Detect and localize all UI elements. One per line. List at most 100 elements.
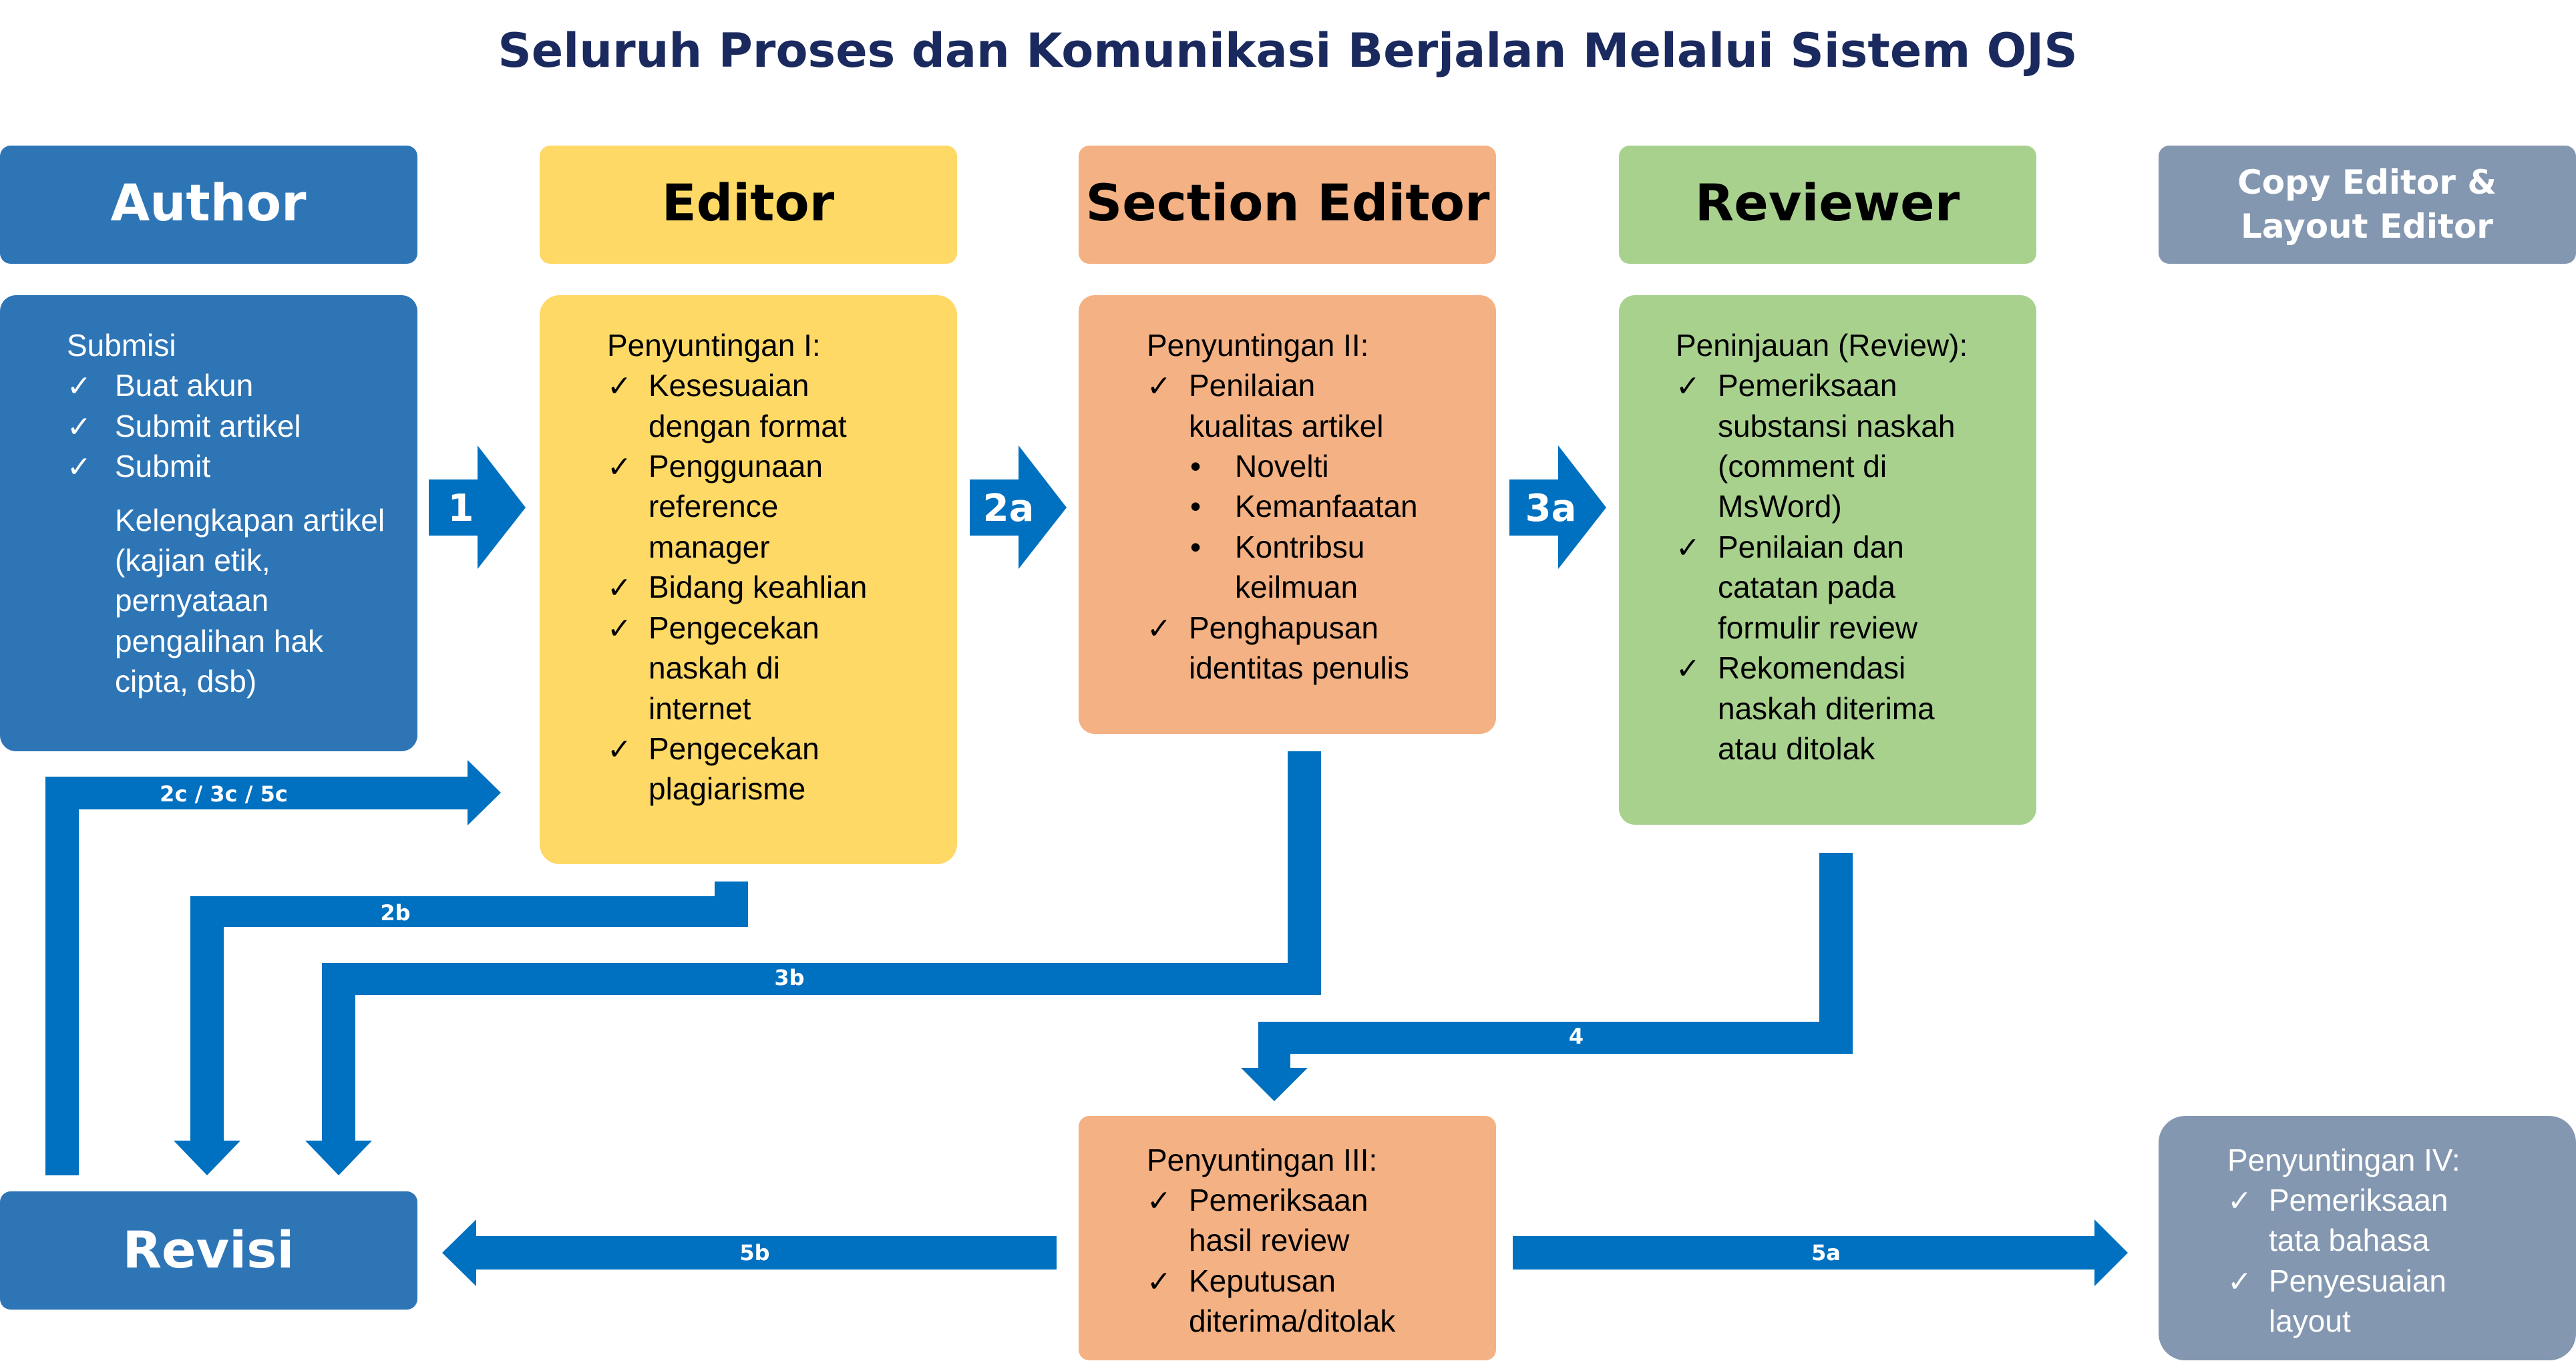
author-check-text: Submit xyxy=(115,449,210,483)
editor-item-text: manager xyxy=(649,530,770,564)
penyuntingan4-item-text: Penyesuaian xyxy=(2269,1263,2446,1298)
check-icon: ✓ xyxy=(67,451,91,483)
header-reviewer: Reviewer xyxy=(1619,146,2036,264)
reviewer-item-text: Pemeriksaan xyxy=(1718,368,1897,403)
header-copy-editor-line1: Copy Editor & xyxy=(2237,163,2497,202)
section-item-text: kualitas artikel xyxy=(1189,409,1383,443)
arrow-1-shape xyxy=(429,445,526,569)
penyuntingan3-box: Penyuntingan III: ✓ Pemeriksaan hasil re… xyxy=(1079,1116,1496,1360)
editor-item-4: ✓ Pengecekan naskah di internet xyxy=(607,610,819,726)
penyuntingan3-item-1: ✓ Pemeriksaan hasil review xyxy=(1147,1183,1368,1257)
header-copy-editor-line2: Layout Editor xyxy=(2241,207,2493,246)
revisi-box: Revisi xyxy=(0,1191,417,1310)
author-check-2: ✓ Submit artikel xyxy=(67,409,301,443)
check-icon: ✓ xyxy=(1147,1185,1171,1217)
check-icon: ✓ xyxy=(1147,370,1171,403)
penyuntingan3-item-text: Keputusan xyxy=(1189,1263,1336,1298)
penyuntingan4-item-text: Pemeriksaan xyxy=(2269,1183,2448,1217)
editor-item-2: ✓ Penggunaan reference manager xyxy=(607,449,823,564)
penyuntingan4-heading: Penyuntingan IV: xyxy=(2227,1143,2460,1177)
section-editor-box: Penyuntingan II: ✓ Penilaian kualitas ar… xyxy=(1079,295,1496,734)
editor-item-text: Pengecekan xyxy=(649,731,819,766)
editor-item-text: internet xyxy=(649,691,751,726)
arrow-2c-3c-5c: 2c / 3c / 5c xyxy=(45,760,501,1175)
section-heading: Penyuntingan II: xyxy=(1147,328,1368,363)
reviewer-item-text: substansi naskah xyxy=(1718,409,1955,443)
author-note-line: (kajian etik, xyxy=(115,543,270,578)
reviewer-item-text: atau ditolak xyxy=(1718,731,1875,766)
author-heading: Submisi xyxy=(67,328,176,363)
editor-item-text: Pengecekan xyxy=(649,610,819,645)
arrow-2b-label: 2b xyxy=(380,900,410,926)
author-check-text: Submit artikel xyxy=(115,409,301,443)
section-bullet-text: keilmuan xyxy=(1235,570,1358,604)
penyuntingan3-item-text: hasil review xyxy=(1189,1223,1350,1257)
check-icon: ✓ xyxy=(607,370,632,403)
editor-item-text: Bidang keahlian xyxy=(649,570,867,604)
section-item-text: Penilaian xyxy=(1189,368,1315,403)
section-bullet-1: • Novelti xyxy=(1190,449,1329,483)
reviewer-item-2: ✓ Penilaian dan catatan pada formulir re… xyxy=(1676,530,1918,645)
arrow-5b-label: 5b xyxy=(739,1240,769,1265)
check-icon: ✓ xyxy=(1676,370,1700,403)
header-copy-editor-box xyxy=(2159,146,2576,264)
editor-box: Penyuntingan I: ✓ Kesesuaian dengan form… xyxy=(540,295,957,864)
section-item-2: ✓ Penghapusan identitas penulis xyxy=(1147,610,1409,685)
arrow-2a: 2a xyxy=(970,445,1067,569)
author-note-line: pengalihan hak xyxy=(115,624,324,658)
arrow-4-label: 4 xyxy=(1569,1024,1584,1049)
diagram-title: Seluruh Proses dan Komunikasi Berjalan M… xyxy=(498,23,2077,78)
reviewer-box-bg xyxy=(1619,295,2036,825)
author-check-text: Buat akun xyxy=(115,368,253,403)
penyuntingan4-box: Penyuntingan IV: ✓ Pemeriksaan tata baha… xyxy=(2159,1116,2576,1360)
editor-heading: Penyuntingan I: xyxy=(607,328,821,363)
reviewer-item-1: ✓ Pemeriksaan substansi naskah (comment … xyxy=(1676,368,1955,524)
arrow-3a: 3a xyxy=(1509,445,1606,569)
arrow-3a-shape xyxy=(1509,445,1606,569)
reviewer-item-text: Penilaian dan xyxy=(1718,530,1904,564)
check-icon: ✓ xyxy=(67,370,91,403)
check-icon: ✓ xyxy=(607,451,632,483)
penyuntingan4-item-text: layout xyxy=(2269,1304,2351,1338)
bullet-icon: • xyxy=(1190,449,1201,483)
section-item-1: ✓ Penilaian kualitas artikel xyxy=(1147,368,1383,443)
revisi-label: Revisi xyxy=(123,1220,295,1280)
header-author-label: Author xyxy=(110,173,307,232)
arrow-5a-label: 5a xyxy=(1811,1240,1841,1265)
reviewer-item-3: ✓ Rekomendasi naskah diterima atau ditol… xyxy=(1676,650,1935,766)
header-editor: Editor xyxy=(540,146,957,264)
editor-item-text: naskah di xyxy=(649,650,780,685)
editor-item-text: Kesesuaian xyxy=(649,368,809,403)
arrow-2c-shape xyxy=(45,760,501,1175)
penyuntingan3-box-bg xyxy=(1079,1116,1496,1360)
section-bullet-text: Novelti xyxy=(1235,449,1329,483)
check-icon: ✓ xyxy=(607,733,632,766)
arrow-2b-shape xyxy=(174,882,748,1175)
editor-item-1: ✓ Kesesuaian dengan format xyxy=(607,368,847,443)
check-icon: ✓ xyxy=(1147,612,1171,645)
editor-box-bg xyxy=(540,295,957,864)
section-bullet-2: • Kemanfaatan xyxy=(1190,489,1418,524)
bullet-icon: • xyxy=(1190,489,1201,524)
arrow-2a-shape xyxy=(970,445,1067,569)
author-note-line: pernyataan xyxy=(115,583,268,618)
reviewer-item-text: naskah diterima xyxy=(1718,691,1935,726)
reviewer-heading: Peninjauan (Review): xyxy=(1676,328,1968,363)
check-icon: ✓ xyxy=(607,572,632,604)
reviewer-item-text: (comment di xyxy=(1718,449,1887,483)
revisi-box-bg xyxy=(0,1191,417,1310)
author-check-1: ✓ Buat akun xyxy=(67,368,253,403)
section-editor-box-bg xyxy=(1079,295,1496,734)
author-note-line: cipta, dsb) xyxy=(115,664,256,699)
author-check-3: ✓ Submit xyxy=(67,449,210,483)
bullet-icon: • xyxy=(1190,530,1201,564)
reviewer-item-text: Rekomendasi xyxy=(1718,650,1905,685)
arrow-3a-label: 3a xyxy=(1525,487,1577,530)
author-note-line: Kelengkapan artikel xyxy=(115,503,385,538)
check-icon: ✓ xyxy=(1676,532,1700,564)
reviewer-item-text: catatan pada xyxy=(1718,570,1895,604)
section-bullet-3: • Kontribsu keilmuan xyxy=(1190,530,1364,604)
arrow-2b: 2b xyxy=(174,882,748,1175)
header-section-editor-label: Section Editor xyxy=(1086,173,1490,232)
